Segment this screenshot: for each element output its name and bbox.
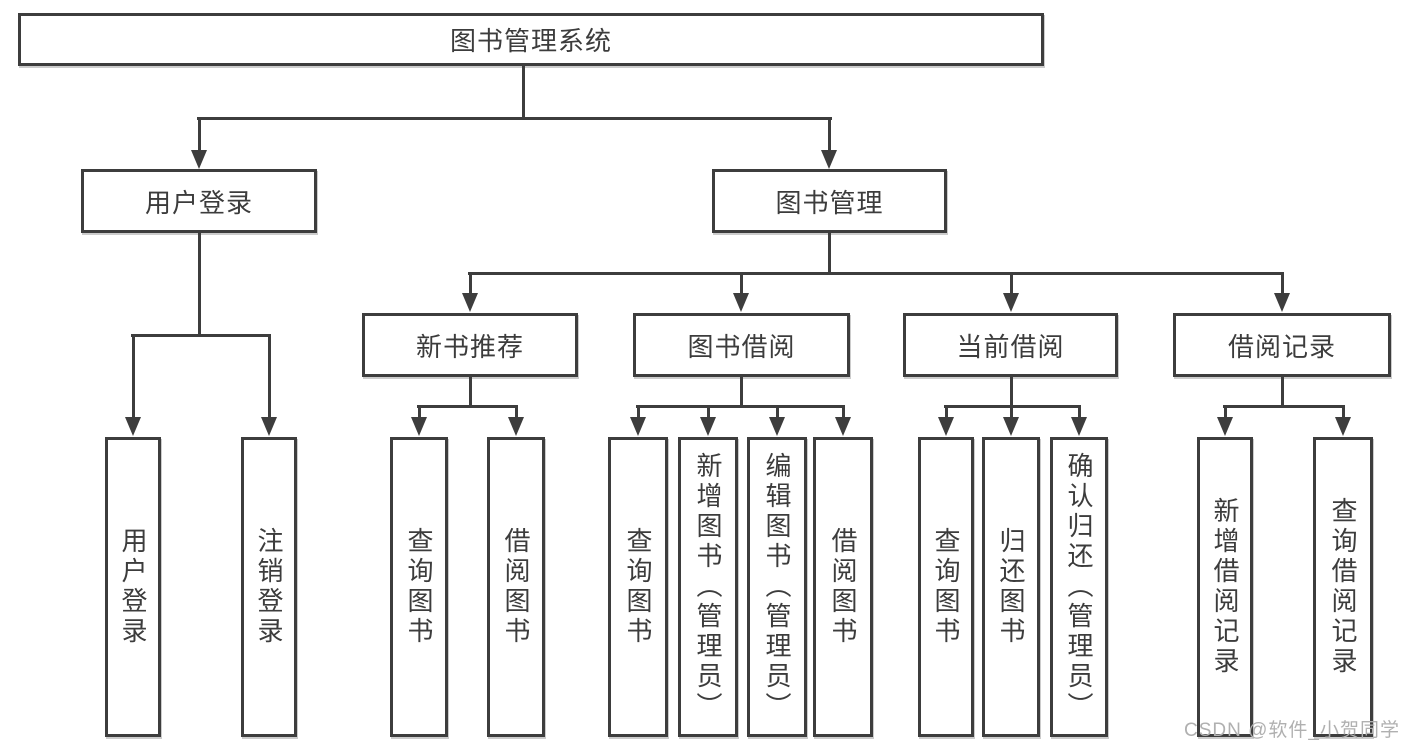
leaf-return-book: 归还图书	[982, 437, 1040, 737]
node-label: 图书管理系统	[449, 26, 612, 56]
node-label: 用户登录	[144, 187, 253, 218]
connector-line	[1010, 377, 1013, 408]
leaf-query-book-borrow: 查询图书	[608, 437, 668, 737]
node-label: 借阅记录	[1227, 331, 1336, 362]
connector-line	[515, 405, 518, 420]
leaf-label: 查询图书	[623, 527, 653, 647]
leaf-query-book-current: 查询图书	[918, 437, 974, 737]
leaf-edit-book-admin: 编辑图书（管理员）	[747, 437, 807, 737]
connector-line	[1224, 405, 1227, 420]
leaf-confirm-return-admin: 确认归还（管理员）	[1050, 437, 1108, 737]
node-label: 图书借阅	[687, 331, 796, 362]
connector-line	[468, 272, 1284, 275]
connector-line	[1281, 272, 1284, 295]
node-user-login: 用户登录	[81, 169, 317, 233]
connector-line	[740, 377, 743, 408]
node-new-book-recommend: 新书推荐	[362, 313, 578, 377]
leaf-label: 新增借阅记录	[1210, 497, 1240, 677]
node-book-management: 图书管理	[712, 169, 947, 233]
arrow-down-icon	[508, 417, 524, 436]
connector-line	[417, 405, 518, 408]
arrow-down-icon	[411, 417, 427, 436]
connector-line	[469, 272, 472, 295]
node-label: 新书推荐	[415, 331, 524, 362]
leaf-borrow-book: 借阅图书	[813, 437, 873, 737]
leaf-add-borrow-record: 新增借阅记录	[1197, 437, 1253, 737]
connector-line	[740, 272, 743, 295]
arrow-down-icon	[1071, 417, 1087, 436]
leaf-user-login: 用户登录	[105, 437, 161, 737]
leaf-label: 注销登录	[254, 527, 284, 647]
connector-line	[131, 334, 271, 337]
connector-line	[636, 405, 845, 408]
arrow-down-icon	[630, 417, 646, 436]
leaf-label: 借阅图书	[828, 527, 858, 647]
connector-line	[776, 405, 779, 420]
arrow-down-icon	[835, 417, 851, 436]
connector-line	[268, 334, 271, 419]
leaf-query-borrow-record: 查询借阅记录	[1313, 437, 1373, 737]
connector-line	[132, 334, 135, 419]
arrow-down-icon	[191, 150, 207, 169]
connector-line	[198, 118, 201, 151]
arrow-down-icon	[1274, 293, 1290, 312]
arrow-down-icon	[261, 417, 277, 436]
leaf-query-book-recommend: 查询图书	[390, 437, 448, 737]
connector-line	[842, 405, 845, 420]
arrow-down-icon	[700, 417, 716, 436]
connector-line	[1342, 405, 1345, 420]
arrow-down-icon	[733, 293, 749, 312]
leaf-label: 归还图书	[996, 527, 1026, 647]
arrow-down-icon	[1003, 417, 1019, 436]
connector-line	[197, 117, 832, 120]
arrow-down-icon	[462, 293, 478, 312]
connector-line	[418, 405, 421, 420]
node-borrow-record: 借阅记录	[1173, 313, 1391, 377]
node-label: 图书管理	[775, 187, 884, 218]
connector-line	[944, 405, 1081, 408]
leaf-label: 查询借阅记录	[1328, 497, 1358, 677]
leaf-label: 确认归还（管理员）	[1064, 452, 1094, 722]
connector-line	[945, 405, 948, 420]
leaf-label: 借阅图书	[501, 527, 531, 647]
arrow-down-icon	[1217, 417, 1233, 436]
connector-line	[1078, 405, 1081, 420]
connector-line	[828, 233, 831, 275]
connector-line	[1223, 405, 1345, 408]
arrow-down-icon	[938, 417, 954, 436]
connector-line	[1010, 405, 1013, 420]
connector-line	[707, 405, 710, 420]
node-library-management-system: 图书管理系统	[18, 13, 1044, 66]
leaf-logout: 注销登录	[241, 437, 297, 737]
arrow-down-icon	[821, 150, 837, 169]
node-current-borrow: 当前借阅	[903, 313, 1118, 377]
leaf-label: 用户登录	[118, 527, 148, 647]
leaf-label: 新增图书（管理员）	[693, 452, 723, 722]
leaf-label: 查询图书	[404, 527, 434, 647]
leaf-borrow-book-recommend: 借阅图书	[487, 437, 545, 737]
arrow-down-icon	[1003, 293, 1019, 312]
connector-line	[1281, 377, 1284, 408]
connector-line	[198, 233, 201, 337]
connector-line	[522, 66, 525, 120]
connector-line	[828, 118, 831, 151]
arrow-down-icon	[1335, 417, 1351, 436]
arrow-down-icon	[125, 417, 141, 436]
node-book-borrow: 图书借阅	[633, 313, 850, 377]
leaf-label: 编辑图书（管理员）	[762, 452, 792, 722]
arrow-down-icon	[769, 417, 785, 436]
csdn-watermark: CSDN @软件_小贺同学	[1184, 720, 1400, 741]
leaf-add-book-admin: 新增图书（管理员）	[678, 437, 738, 737]
connector-line	[469, 377, 472, 408]
connector-line	[1010, 272, 1013, 295]
connector-line	[637, 405, 640, 420]
leaf-label: 查询图书	[931, 527, 961, 647]
node-label: 当前借阅	[956, 331, 1065, 362]
